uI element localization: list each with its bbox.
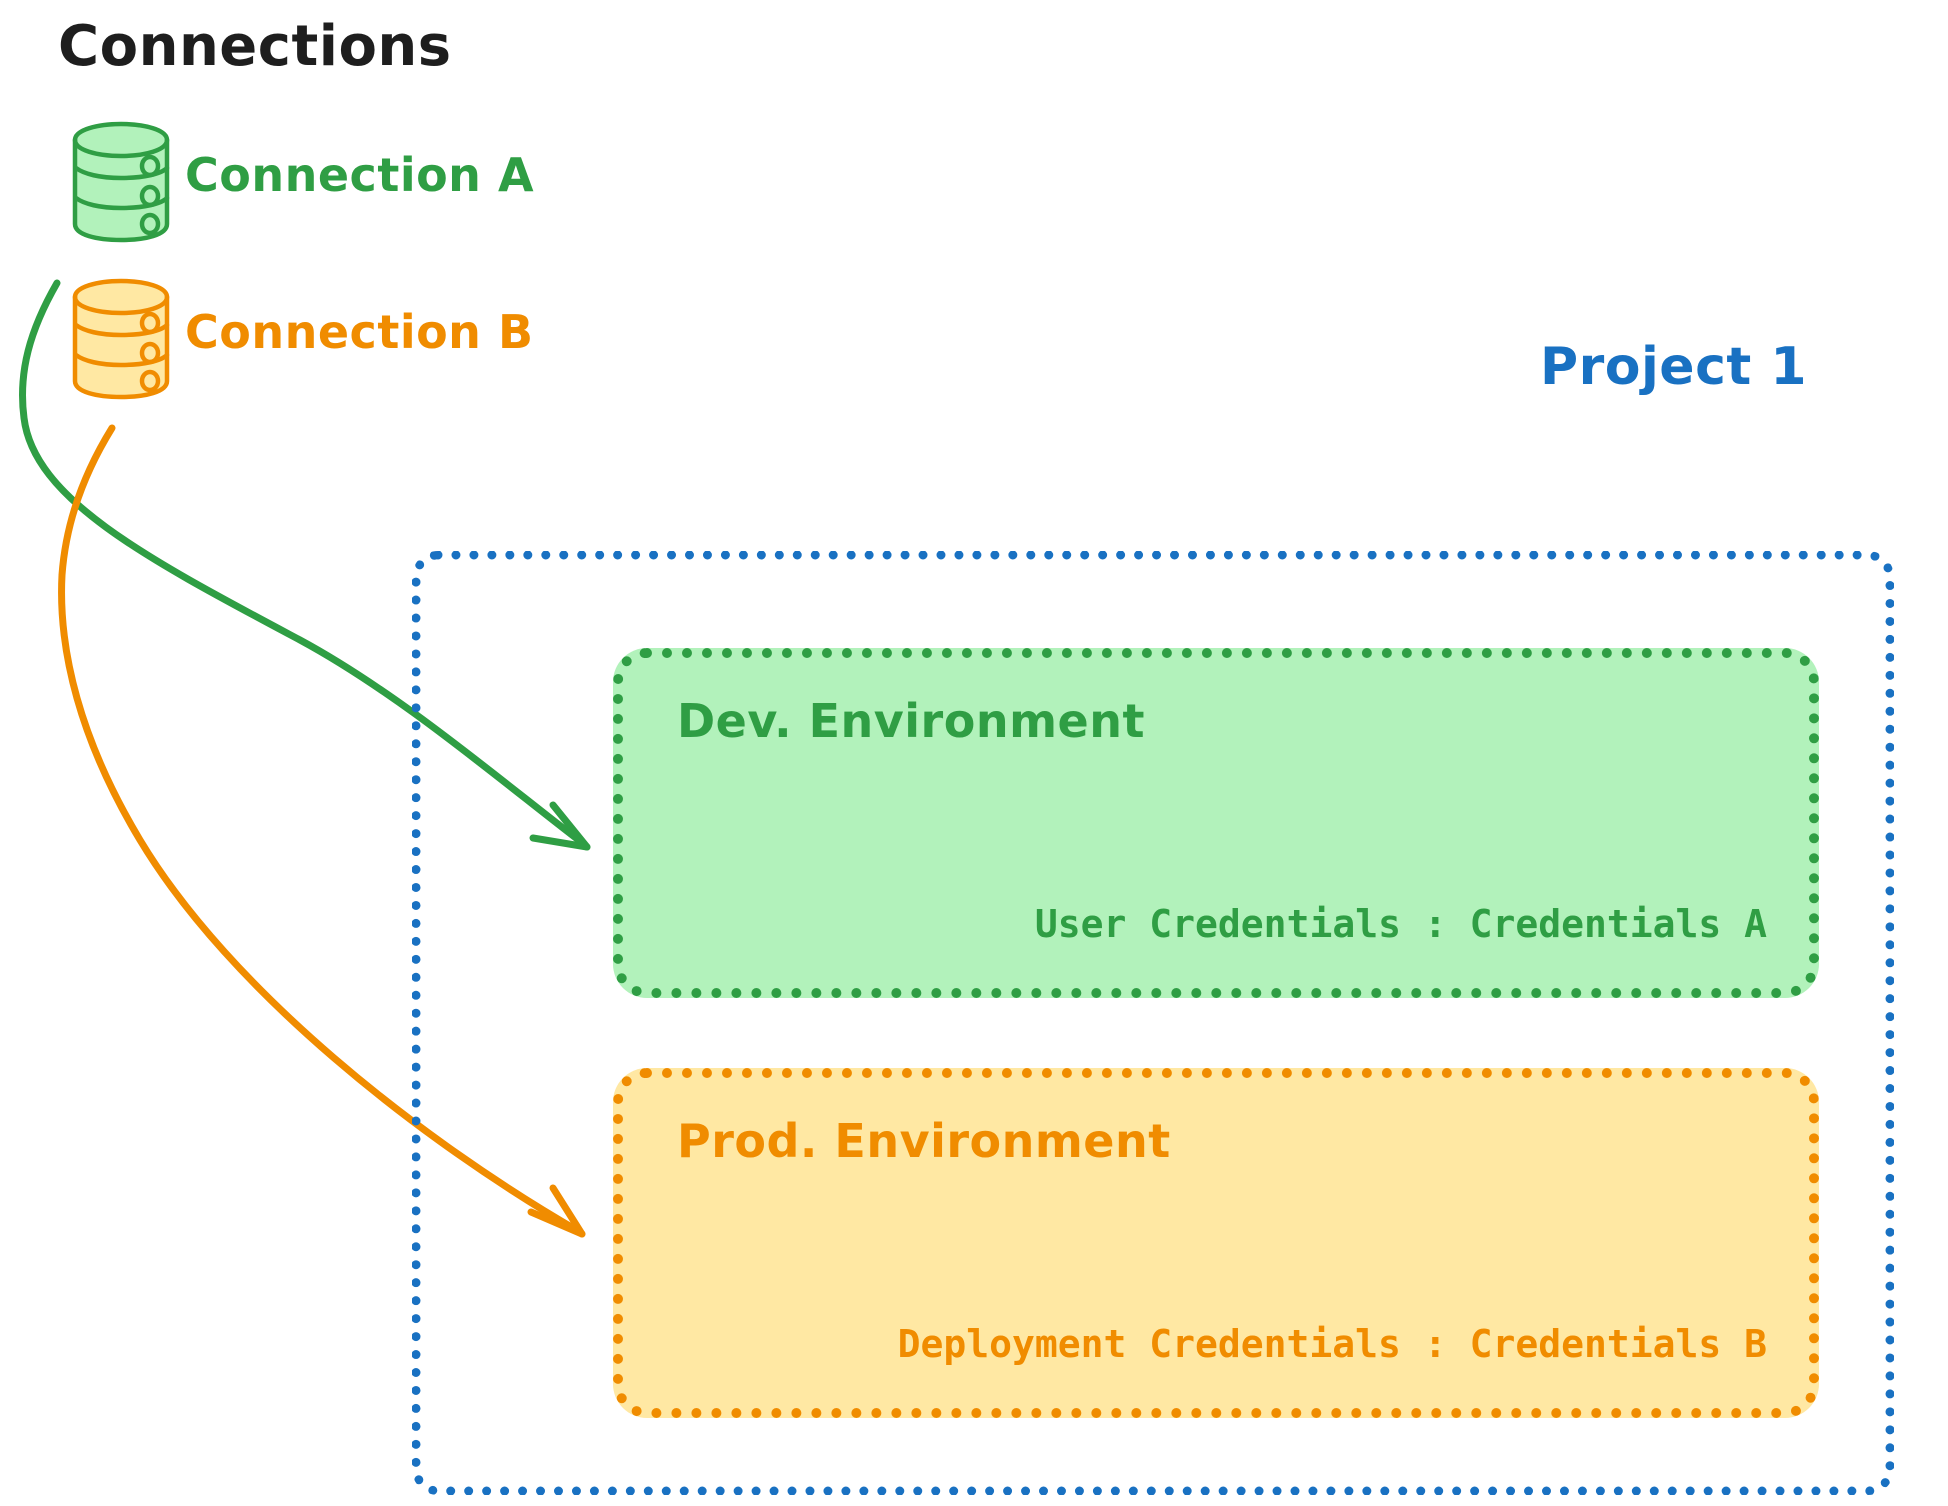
arrow-connection-a-to-dev <box>18 279 591 851</box>
database-cylinder-icon-connection-a <box>64 118 184 250</box>
prod-environment-credentials: Deployment Credentials : Credentials B <box>897 1322 1767 1366</box>
project-container <box>412 551 1894 1495</box>
dev-environment-credentials: User Credentials : Credentials A <box>1034 902 1767 946</box>
database-cylinder-icon-connection-b <box>64 275 184 407</box>
arrow-connection-b-to-prod <box>58 424 586 1238</box>
prod-environment-title: Prod. Environment <box>677 1114 1171 1168</box>
connection-b-label: Connection B <box>185 305 534 359</box>
connection-a-label: Connection A <box>185 148 535 202</box>
dev-environment-title: Dev. Environment <box>677 694 1145 748</box>
prod-environment-box: Prod. Environment Deployment Credentials… <box>613 1068 1819 1418</box>
connections-heading: Connections <box>58 14 452 79</box>
project-label: Project 1 <box>1540 337 1808 397</box>
dev-environment-box: Dev. Environment User Credentials : Cred… <box>613 648 1819 998</box>
